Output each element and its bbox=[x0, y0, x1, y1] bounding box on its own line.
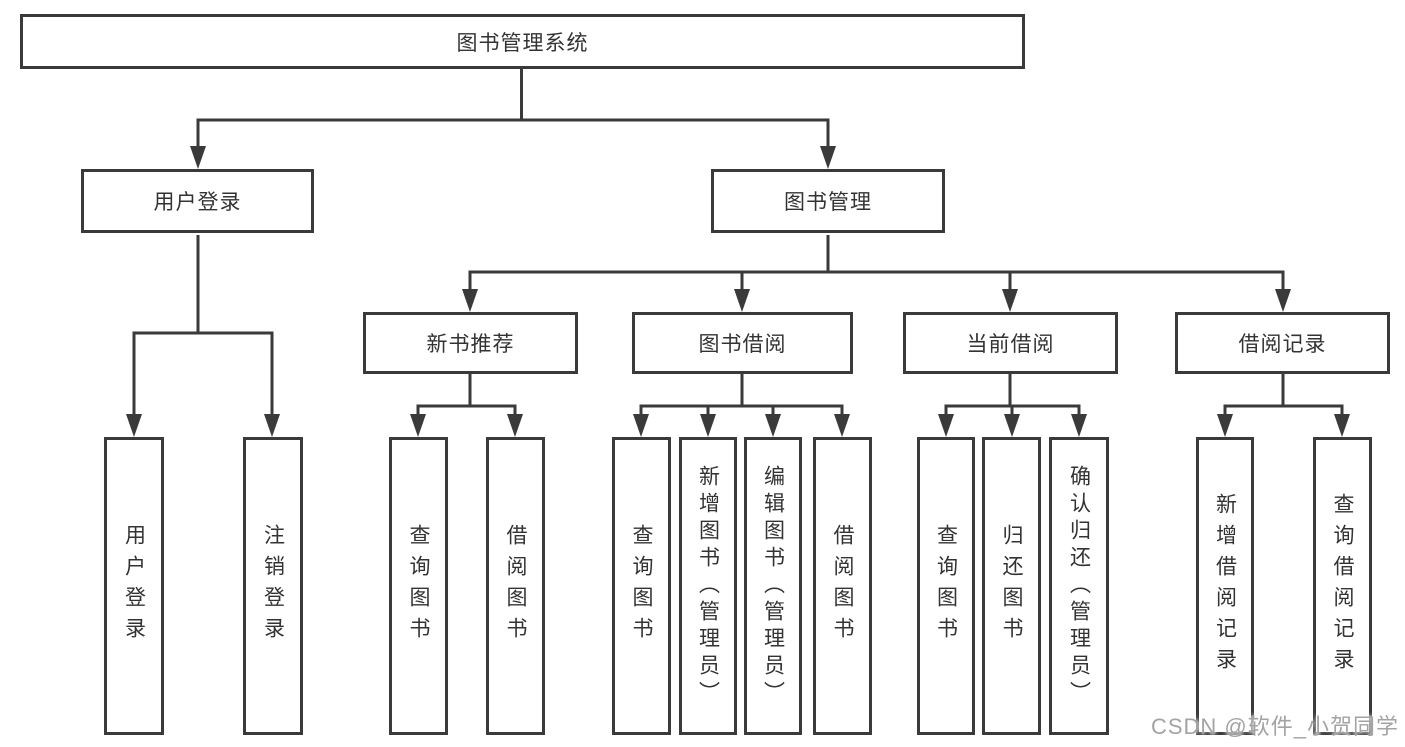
node-book-management-branch: 图书管理 bbox=[711, 169, 945, 233]
node-label: 编辑图书（管理员） bbox=[761, 464, 785, 708]
connector-bookmgmt-group bbox=[468, 235, 1285, 294]
node-label: 图书管理系统 bbox=[456, 31, 589, 55]
node-leaf-query-books-2: 查询图书 bbox=[612, 437, 671, 735]
node-root-library-system: 图书管理系统 bbox=[20, 14, 1025, 69]
node-leaf-borrow-books-2: 借阅图书 bbox=[813, 437, 872, 735]
node-label: 新增图书（管理员） bbox=[696, 464, 720, 708]
node-leaf-edit-book-admin: 编辑图书（管理员） bbox=[744, 437, 802, 735]
connector-newbook-group bbox=[416, 374, 517, 418]
node-label: 新书推荐 bbox=[426, 333, 515, 356]
node-label: 图书借阅 bbox=[698, 333, 787, 356]
node-leaf-borrow-books-1: 借阅图书 bbox=[486, 437, 545, 735]
node-label: 确认归还（管理员） bbox=[1067, 464, 1091, 708]
node-leaf-confirm-return-admin: 确认归还（管理员） bbox=[1049, 437, 1109, 735]
connector-userlogin-group bbox=[132, 235, 274, 418]
node-borrowing-records: 借阅记录 bbox=[1175, 312, 1390, 374]
node-label: 归还图书 bbox=[1000, 524, 1023, 648]
connector-paths bbox=[132, 69, 1344, 418]
node-leaf-query-books-3: 查询图书 bbox=[917, 437, 975, 735]
csdn-watermark: CSDN @软件_小贺同学 bbox=[1150, 714, 1399, 739]
node-leaf-add-borrow-record: 新增借阅记录 bbox=[1196, 437, 1254, 735]
node-leaf-logout: 注销登录 bbox=[243, 437, 303, 735]
node-label: 查询图书 bbox=[407, 524, 430, 648]
connector-record-group bbox=[1223, 374, 1344, 418]
node-label: 注销登录 bbox=[261, 524, 285, 648]
connector-root-to-level2 bbox=[196, 69, 830, 150]
connector-borrow-group bbox=[639, 374, 844, 418]
node-user-login-branch: 用户登录 bbox=[81, 169, 314, 233]
node-label: 借阅记录 bbox=[1238, 333, 1327, 356]
node-leaf-user-login: 用户登录 bbox=[104, 437, 164, 735]
node-label: 查询借阅记录 bbox=[1331, 493, 1354, 679]
node-new-book-recommend: 新书推荐 bbox=[363, 312, 578, 374]
node-label: 查询图书 bbox=[630, 524, 653, 648]
node-leaf-return-books: 归还图书 bbox=[982, 437, 1041, 735]
node-current-borrowing: 当前借阅 bbox=[903, 312, 1118, 374]
connector-current-group bbox=[944, 374, 1081, 418]
node-leaf-add-book-admin: 新增图书（管理员） bbox=[679, 437, 737, 735]
node-label: 图书管理 bbox=[784, 191, 872, 214]
node-label: 借阅图书 bbox=[831, 524, 854, 648]
node-label: 当前借阅 bbox=[966, 333, 1055, 356]
node-label: 查询图书 bbox=[934, 524, 958, 648]
node-label: 借阅图书 bbox=[504, 524, 527, 648]
node-label: 用户登录 bbox=[122, 524, 146, 648]
node-leaf-query-borrow-record: 查询借阅记录 bbox=[1313, 437, 1372, 735]
node-book-borrowing: 图书借阅 bbox=[632, 312, 853, 374]
node-leaf-query-books-1: 查询图书 bbox=[389, 437, 448, 735]
node-label: 用户登录 bbox=[153, 191, 242, 214]
node-label: 新增借阅记录 bbox=[1213, 493, 1237, 679]
